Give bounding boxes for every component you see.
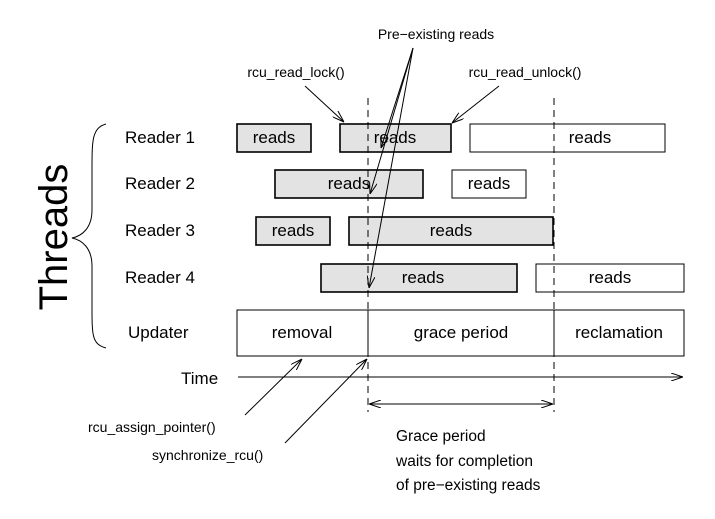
reader-3-label: Reader 3 — [125, 221, 195, 240]
reader-3-reads-1 — [255, 216, 331, 246]
reader-3-reads-2 — [348, 216, 554, 246]
reader-3-reads-1-label: reads — [272, 221, 315, 240]
grace-note-line-2: waits for completion — [395, 453, 533, 470]
removal-phase-label: removal — [272, 323, 332, 342]
rcu-read-lock-note: rcu_read_lock() — [247, 64, 344, 80]
rcu-read-lock-arrow — [304, 85, 344, 122]
reader-2-reads-1 — [274, 169, 424, 199]
synchronize-rcu-note: synchronize_rcu() — [152, 447, 263, 463]
rcu-assign-pointer-note: rcu_assign_pointer() — [88, 419, 216, 435]
reader-4-reads-1-label: reads — [402, 268, 445, 287]
reader-4-reads-2 — [535, 263, 685, 293]
grace-period-phase-label: grace period — [414, 323, 509, 342]
updater-label: Updater — [128, 323, 189, 342]
reader-4-reads-1 — [320, 263, 518, 293]
reader-1-reads-3-label: reads — [569, 128, 612, 147]
rcu-assign-pointer-arrow — [244, 359, 302, 416]
threads-brace — [71, 123, 107, 349]
reader-2-reads-1-label: reads — [328, 174, 371, 193]
preexisting-arrow-to-reader-4 — [369, 47, 414, 288]
rcu-read-unlock-note: rcu_read_unlock() — [469, 64, 582, 80]
updater-timeline — [236, 309, 685, 357]
preexisting-arrow-to-reader-2 — [370, 47, 414, 194]
reader-3-reads-2-label: reads — [430, 221, 473, 240]
reader-1-label: Reader 1 — [125, 128, 195, 147]
grace-note-line-3: of pre−existing reads — [396, 477, 541, 494]
grace-note-line-1: Grace period — [396, 428, 486, 445]
reader-1-reads-3 — [469, 123, 666, 153]
preexisting-reads-note: Pre−existing reads — [378, 26, 494, 42]
synchronize-rcu-arrow — [284, 359, 367, 444]
reader-1-reads-1 — [236, 123, 312, 153]
reader-2-label: Reader 2 — [125, 174, 195, 193]
rcu-read-unlock-arrow — [452, 85, 500, 123]
reader-4-label: Reader 4 — [125, 268, 195, 287]
reader-1-reads-1-label: reads — [253, 128, 296, 147]
threads-label: Threads — [32, 164, 76, 311]
reader-2-reads-2 — [451, 169, 527, 199]
reclamation-phase-label: reclamation — [575, 323, 663, 342]
reader-2-reads-2-label: reads — [468, 174, 511, 193]
reader-4-reads-2-label: reads — [589, 268, 632, 287]
reader-1-reads-2 — [339, 123, 452, 153]
time-label: Time — [181, 369, 218, 388]
